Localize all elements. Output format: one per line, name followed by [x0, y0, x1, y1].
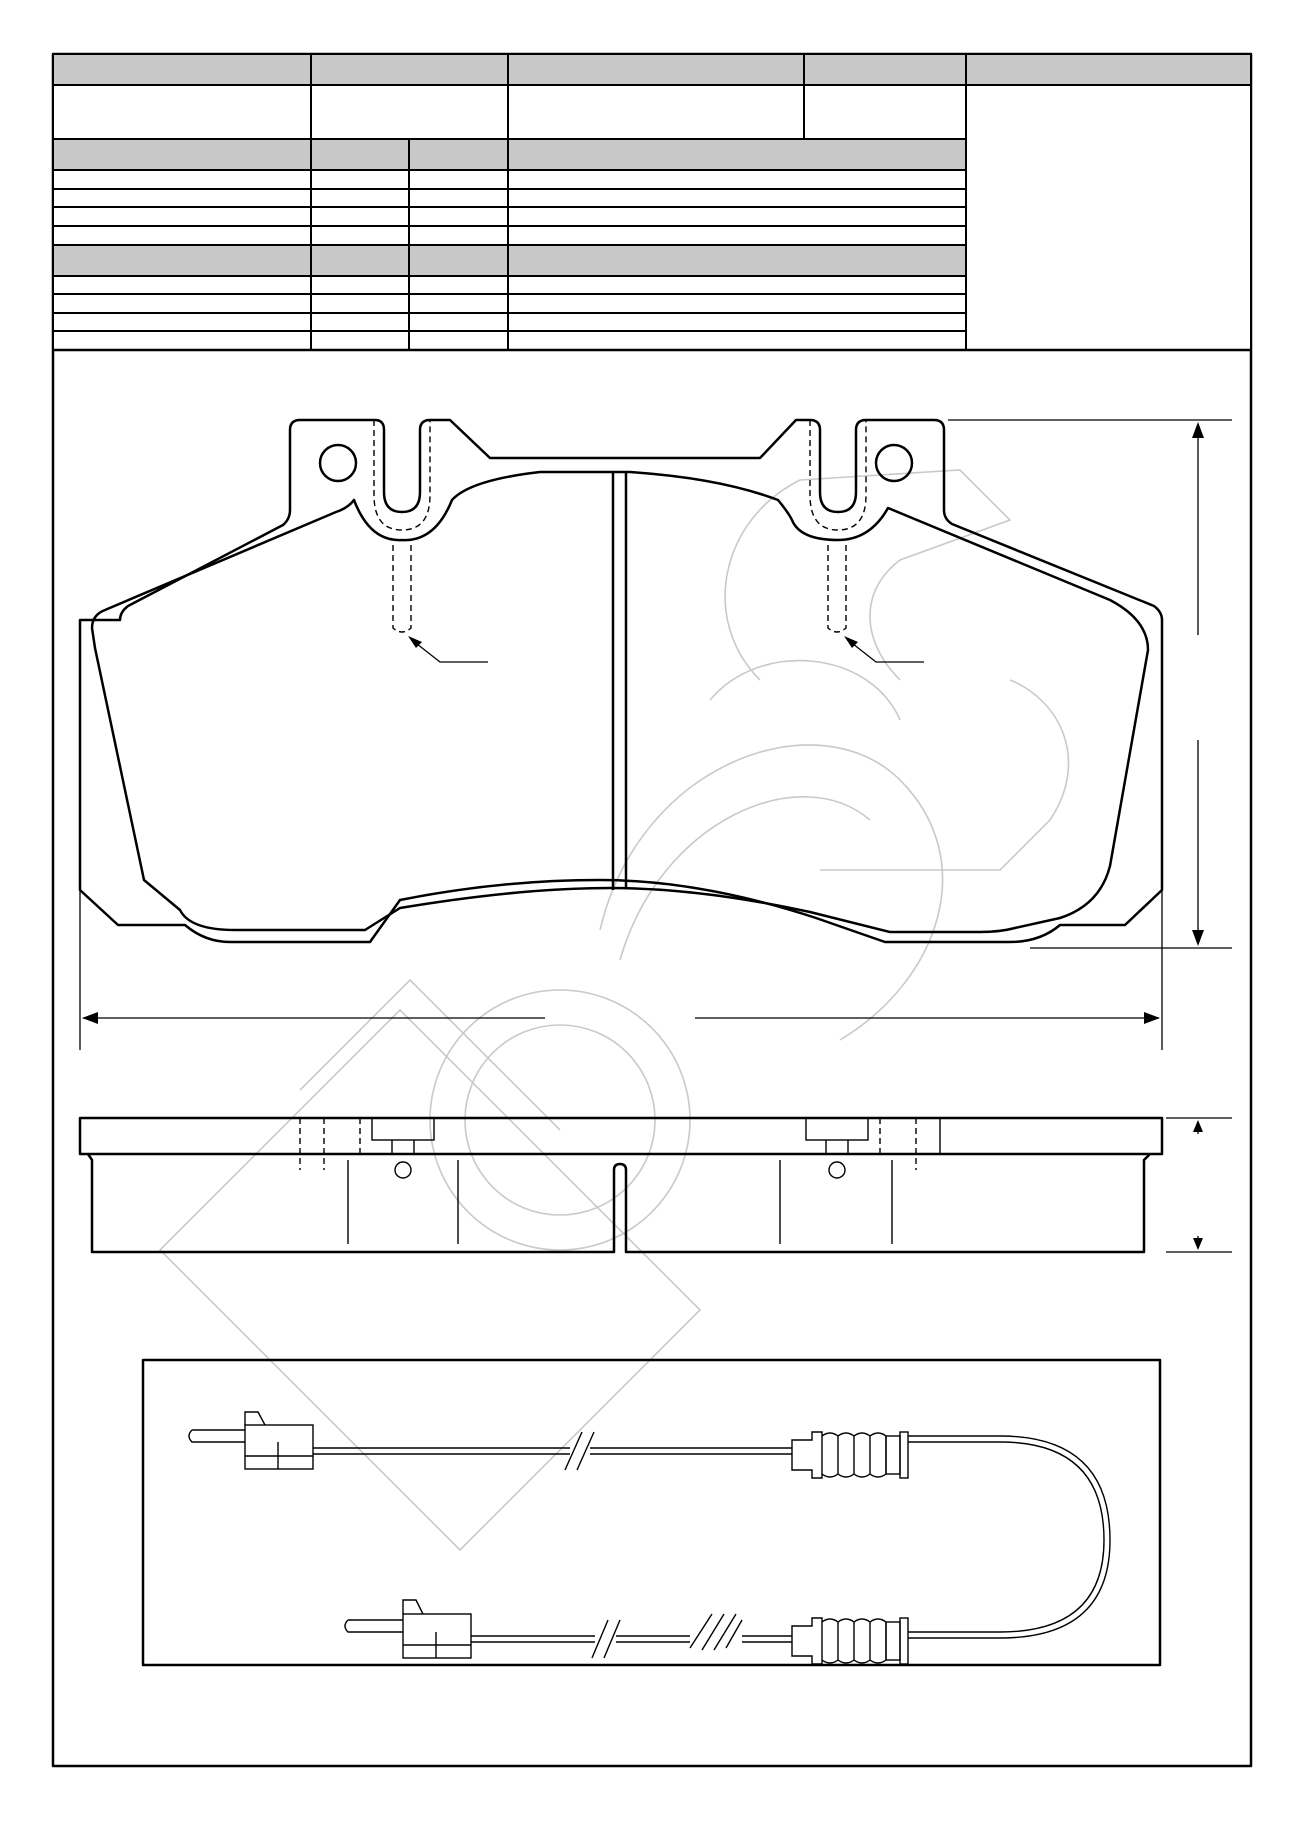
group-b-header-cell — [408, 244, 509, 277]
value-cell — [310, 84, 509, 140]
sensor-cable-loop — [908, 1435, 1111, 1639]
friction-material-outline — [90, 470, 1150, 934]
friction-block-side — [86, 1153, 1151, 1254]
leader-line-left — [411, 639, 488, 663]
title-block-table — [52, 53, 1252, 352]
sensor-cable-upper — [188, 1411, 909, 1479]
group-a-header-cell — [408, 138, 509, 171]
header-cell — [52, 53, 312, 86]
header-cell — [310, 53, 509, 86]
sensor-frame — [141, 1358, 1162, 1667]
watermark-logo — [158, 469, 1070, 1552]
group-b-header-cell — [507, 244, 967, 277]
group-b-rows — [52, 275, 967, 351]
group-a-rows — [52, 169, 967, 246]
image-cell — [965, 84, 1252, 351]
backing-plate-outline — [78, 418, 1164, 944]
mounting-hole-left — [318, 443, 358, 483]
group-b-header-cell — [52, 244, 312, 277]
sensor-cable-lower — [344, 1599, 909, 1665]
backing-plate-side — [78, 1116, 1164, 1156]
value-cell — [803, 84, 967, 140]
thickness-dimension — [1166, 1117, 1232, 1253]
mounting-hole-right — [874, 443, 914, 483]
value-cell — [507, 84, 805, 140]
group-a-header-cell — [310, 138, 410, 171]
group-a-header-cell — [52, 138, 312, 171]
header-cell — [507, 53, 805, 86]
value-cell — [52, 84, 312, 140]
width-dimension — [79, 880, 1163, 1050]
leader-line-right — [847, 639, 924, 663]
height-dimension — [948, 419, 1232, 949]
header-cell — [803, 53, 967, 86]
pad-side-view — [78, 1116, 1232, 1254]
group-a-header-cell — [507, 138, 967, 171]
pad-front-view — [78, 418, 1232, 1050]
wear-sensor-view — [141, 1358, 1162, 1667]
group-b-header-cell — [310, 244, 410, 277]
header-cell — [965, 53, 1252, 86]
